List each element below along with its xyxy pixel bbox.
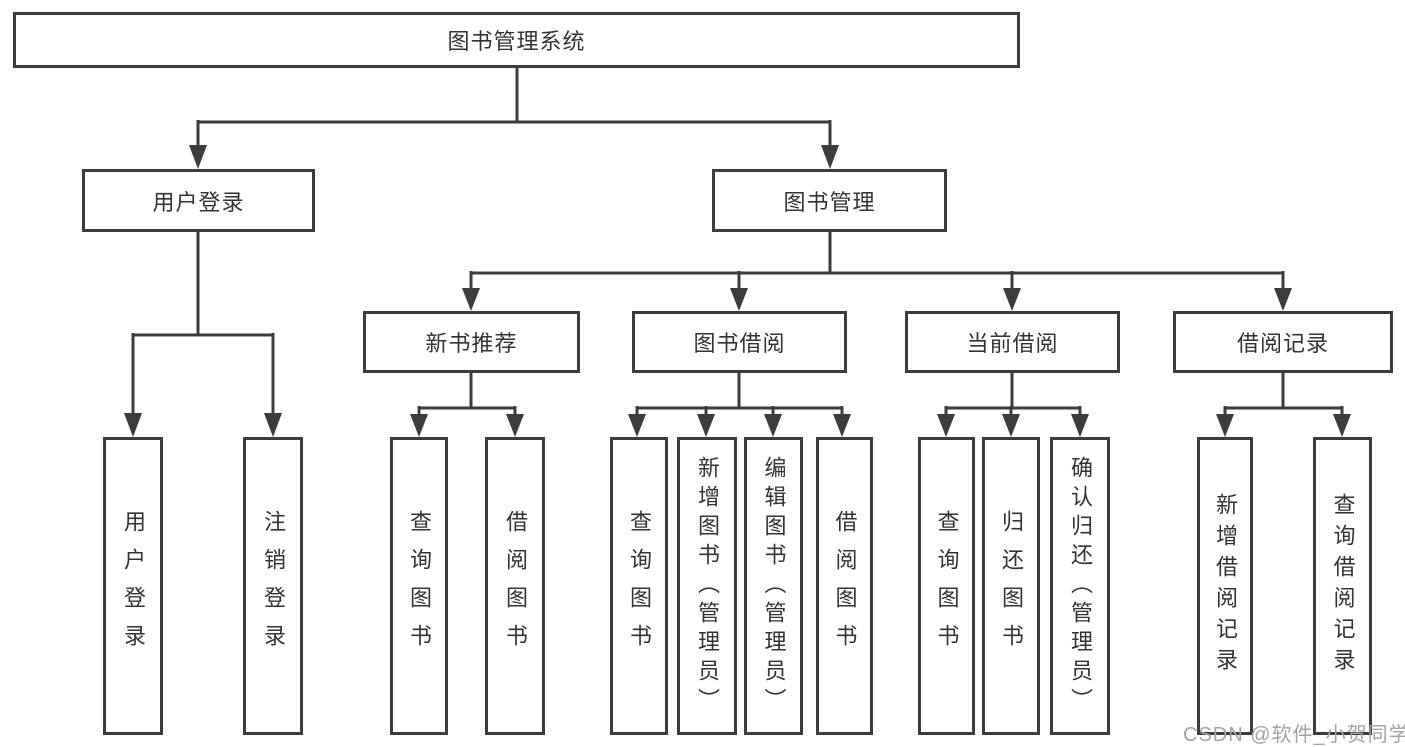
node-borrow-records-label: 借阅记录 bbox=[1236, 331, 1329, 356]
leaf-borrow-books-label: 借阅图书 bbox=[832, 510, 858, 662]
node-book-management-label: 图书管理 bbox=[783, 189, 876, 215]
node-current-borrow: 当前借阅 bbox=[905, 311, 1120, 373]
leaf-recommend-query-books: 查询图书 bbox=[390, 437, 448, 735]
leaf-return-books-label: 归还图书 bbox=[999, 510, 1024, 662]
leaf-recommend-borrow-books: 借阅图书 bbox=[485, 437, 545, 735]
leaf-add-books-admin-label: 新增图书（管理员） bbox=[695, 455, 720, 717]
node-book-management: 图书管理 bbox=[712, 169, 947, 232]
leaf-confirm-return-admin-label: 确认归还（管理员） bbox=[1068, 455, 1093, 717]
leaf-borrow-query-books: 查询图书 bbox=[610, 437, 668, 735]
node-book-borrow: 图书借阅 bbox=[632, 311, 847, 373]
leaf-add-books-admin: 新增图书（管理员） bbox=[677, 437, 737, 735]
leaf-query-borrow-record: 查询借阅记录 bbox=[1313, 437, 1372, 735]
watermark: CSDN @软件_小贺同学 bbox=[1183, 724, 1405, 746]
node-root: 图书管理系统 bbox=[13, 12, 1020, 68]
leaf-return-books: 归还图书 bbox=[982, 437, 1040, 735]
leaf-user-login: 用户登录 bbox=[103, 437, 163, 735]
leaf-confirm-return-admin: 确认归还（管理员） bbox=[1050, 437, 1110, 735]
node-borrow-records: 借阅记录 bbox=[1173, 311, 1393, 373]
node-root-label: 图书管理系统 bbox=[447, 29, 586, 54]
leaf-current-query-books-label: 查询图书 bbox=[934, 510, 960, 662]
leaf-edit-books-admin: 编辑图书（管理员） bbox=[744, 437, 803, 735]
node-book-borrow-label: 图书借阅 bbox=[693, 331, 786, 356]
leaf-borrow-books: 借阅图书 bbox=[816, 437, 873, 735]
leaf-add-borrow-record-label: 新增借阅记录 bbox=[1213, 493, 1238, 679]
leaf-recommend-query-books-label: 查询图书 bbox=[407, 510, 432, 662]
leaf-current-query-books: 查询图书 bbox=[918, 437, 975, 735]
node-new-book-recommend: 新书推荐 bbox=[363, 311, 580, 373]
leaf-query-borrow-record-label: 查询借阅记录 bbox=[1330, 493, 1356, 679]
node-current-borrow-label: 当前借阅 bbox=[966, 331, 1059, 356]
node-user-login: 用户登录 bbox=[82, 169, 315, 232]
leaf-logout: 注销登录 bbox=[243, 437, 303, 735]
leaf-borrow-query-books-label: 查询图书 bbox=[627, 510, 652, 662]
leaf-recommend-borrow-books-label: 借阅图书 bbox=[503, 510, 528, 662]
leaf-edit-books-admin-label: 编辑图书（管理员） bbox=[761, 455, 787, 717]
leaf-logout-label: 注销登录 bbox=[261, 510, 286, 662]
node-user-login-label: 用户登录 bbox=[152, 189, 245, 215]
leaf-add-borrow-record: 新增借阅记录 bbox=[1197, 437, 1253, 735]
node-new-book-recommend-label: 新书推荐 bbox=[425, 331, 518, 356]
leaf-user-login-label: 用户登录 bbox=[121, 510, 146, 662]
